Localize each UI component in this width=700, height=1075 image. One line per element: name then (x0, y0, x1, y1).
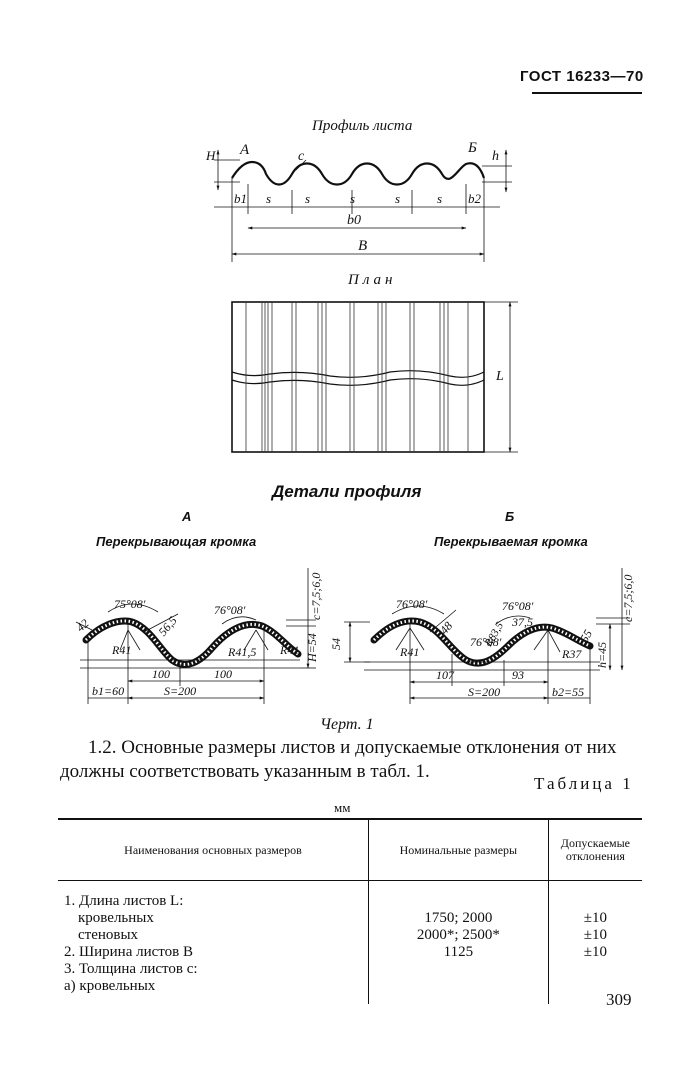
label-c: c (298, 149, 305, 164)
svg-text:b2=55: b2=55 (552, 685, 584, 699)
svg-text:R41: R41 (399, 645, 419, 659)
label-s-5: s (437, 191, 442, 206)
svg-text:h=45: h=45 (595, 642, 609, 668)
svg-text:100: 100 (152, 667, 170, 681)
col-tolerance: ±10 ±10 ±10 (547, 880, 642, 1004)
svg-text:76°08': 76°08' (396, 597, 428, 611)
svg-text:76°08': 76°08' (502, 599, 534, 613)
svg-text:54: 54 (329, 638, 343, 650)
svg-text:c=7,5;6,0: c=7,5;6,0 (621, 575, 635, 622)
profile-title: Профиль листа (311, 118, 412, 134)
detail-b-title: Перекрываемая кромка (434, 534, 588, 549)
detail-a-drawing: 42 75°08' 56,5 76°08' c=7,5;6,0 H=54 R41… (73, 568, 323, 704)
svg-text:93: 93 (512, 668, 524, 682)
plan-view: L (231, 301, 518, 453)
table-row: 1. Длина листов L: кровельных стеновых 2… (58, 880, 642, 1004)
svg-text:b1=60: b1=60 (92, 684, 124, 698)
table-header-row: Наименования основных размеров Номинальн… (58, 818, 642, 881)
label-B: B (358, 238, 367, 254)
svg-text:76°08': 76°08' (214, 603, 246, 617)
drawing-figure: Профиль листа H А Б h c b1 s s s s s b2 … (73, 118, 635, 733)
col-names: 1. Длина листов L: кровельных стеновых 2… (64, 893, 198, 994)
header-underline (532, 92, 642, 94)
svg-text:R41: R41 (111, 643, 131, 657)
label-L: L (495, 369, 504, 384)
label-s-3: s (350, 191, 355, 206)
label-b1: b1 (234, 191, 247, 206)
svg-text:56,5: 56,5 (155, 614, 179, 639)
svg-text:c=7,5;6,0: c=7,5;6,0 (309, 573, 323, 620)
detail-b-drawing: 76°08' 76°08' c=7,5;6,0 48 R83,5 37,5 76… (329, 568, 635, 704)
label-s-2: s (305, 191, 310, 206)
svg-text:42: 42 (73, 616, 91, 634)
label-b0: b0 (347, 213, 361, 228)
svg-text:R37: R37 (561, 647, 582, 661)
plan-title: План (347, 272, 397, 288)
details-title: Детали профиля (270, 482, 421, 501)
detail-a-title: Перекрывающая кромка (96, 534, 256, 549)
svg-text:H=54: H=54 (305, 633, 319, 663)
standard-number: ГОСТ 16233—70 (520, 68, 644, 85)
label-H: H (205, 148, 216, 163)
table-title: Таблица 1 (534, 774, 634, 793)
svg-text:S=200: S=200 (164, 684, 196, 698)
header-nominal: Номинальные размеры (367, 818, 549, 881)
svg-text:R41: R41 (279, 643, 299, 657)
col-nominal: 1750; 2000 2000*; 2500* 1125 (367, 880, 549, 1004)
label-s-1: s (266, 191, 271, 206)
dimensions-table: Наименования основных размеров Номинальн… (58, 818, 642, 1004)
detail-b-letter: Б (505, 509, 514, 524)
profile-wave (231, 160, 486, 186)
label-h: h (492, 149, 499, 164)
svg-text:37,5: 37,5 (511, 615, 533, 629)
label-A: А (239, 142, 250, 158)
svg-text:100: 100 (214, 667, 232, 681)
svg-text:75°08': 75°08' (114, 597, 146, 611)
header-names: Наименования основных размеров (58, 818, 369, 881)
table-unit: мм (334, 800, 351, 815)
svg-text:107: 107 (436, 668, 455, 682)
svg-text:76°08': 76°08' (470, 635, 502, 649)
label-B-letter: Б (467, 140, 477, 156)
paragraph-1-2: 1.2. Основные размеры листов и допускаем… (60, 737, 617, 782)
header-tolerance: Допускаемые отклонения (547, 818, 642, 881)
label-b2: b2 (468, 191, 482, 206)
svg-text:R41,5: R41,5 (227, 645, 256, 659)
figure-caption: Черт. 1 (320, 716, 374, 733)
detail-a-letter: А (181, 509, 191, 524)
svg-text:S=200: S=200 (468, 685, 500, 699)
page-number: 309 (606, 990, 632, 1009)
label-s-4: s (395, 191, 400, 206)
